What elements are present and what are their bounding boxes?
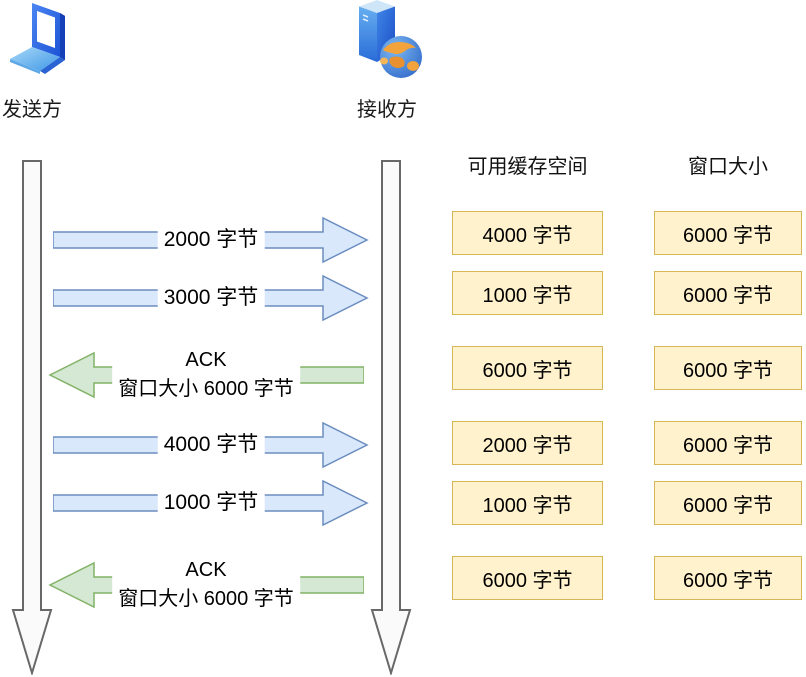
message-row: 2000 字节 <box>53 216 369 264</box>
message-label: 3000 字节 <box>157 285 265 311</box>
buffer-column-header: 可用缓存空间 <box>467 156 588 178</box>
ack-line2: 窗口大小 6000 字节 <box>118 588 294 610</box>
buffer-note: 4000 字节 <box>452 211 603 255</box>
server-globe-icon <box>359 0 422 78</box>
message-row: 4000 字节 <box>53 421 369 469</box>
window-note: 6000 字节 <box>654 421 802 465</box>
window-note: 6000 字节 <box>654 211 802 255</box>
ack-line1: ACK <box>185 349 227 371</box>
laptop-icon <box>10 3 65 74</box>
down-arrow-timeline-icon <box>11 160 53 677</box>
window-note: 6000 字节 <box>654 481 802 525</box>
receiver-label: 接收方 <box>357 99 417 121</box>
ack-line2: 窗口大小 6000 字节 <box>118 378 294 400</box>
window-note: 6000 字节 <box>654 556 802 600</box>
message-label: 4000 字节 <box>157 432 265 458</box>
buffer-note: 6000 字节 <box>452 556 603 600</box>
message-row: ACK 窗口大小 6000 字节 <box>48 556 364 614</box>
down-arrow-timeline-icon <box>370 160 412 677</box>
message-label: 2000 字节 <box>157 227 265 253</box>
message-row: 3000 字节 <box>53 274 369 322</box>
message-label: 1000 字节 <box>157 490 265 516</box>
ack-label: ACK 窗口大小 6000 字节 <box>112 556 300 614</box>
receiver-actor <box>356 0 424 80</box>
receiver-timeline <box>366 160 416 677</box>
buffer-note: 1000 字节 <box>452 271 603 315</box>
sender-timeline <box>7 160 57 677</box>
sender-label: 发送方 <box>2 99 62 121</box>
buffer-note: 1000 字节 <box>452 481 603 525</box>
message-row: 1000 字节 <box>53 479 369 527</box>
sender-actor <box>8 3 72 75</box>
buffer-note: 2000 字节 <box>452 421 603 465</box>
window-note: 6000 字节 <box>654 346 802 390</box>
ack-label: ACK 窗口大小 6000 字节 <box>112 346 300 404</box>
window-note: 6000 字节 <box>654 271 802 315</box>
ack-line1: ACK <box>185 559 227 581</box>
message-row: ACK 窗口大小 6000 字节 <box>48 346 364 404</box>
buffer-note: 6000 字节 <box>452 346 603 390</box>
window-column-header: 窗口大小 <box>688 156 768 178</box>
